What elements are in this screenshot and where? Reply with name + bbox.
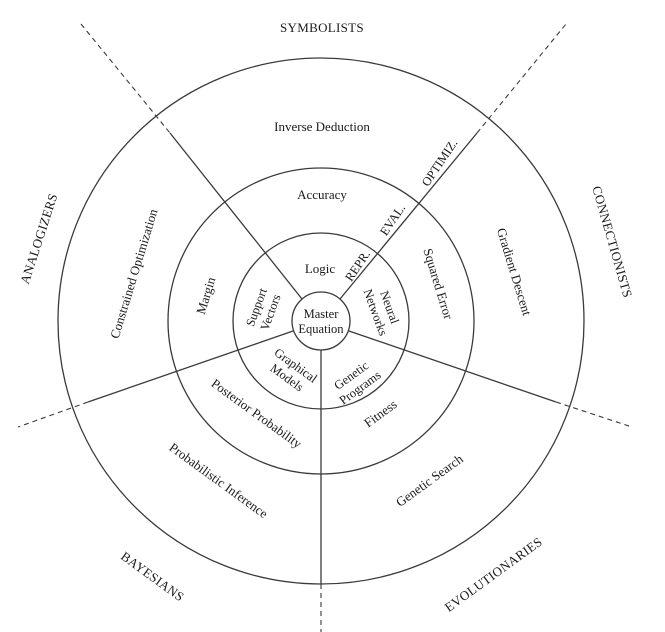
tribe-symbolists: SYMBOLISTS bbox=[280, 20, 364, 35]
optimization-inverse-deduction: Inverse Deduction bbox=[274, 119, 370, 134]
dashed-divider-symbolists-connectionists bbox=[476, 23, 567, 134]
dashed-divider-bayesians-analogizers bbox=[17, 401, 89, 428]
spoke-symbolists-connectionists bbox=[339, 132, 478, 300]
tribe-bayesians: BAYESIANS bbox=[118, 548, 187, 604]
optimization-probabilistic-inference: Probabilistic Inference bbox=[166, 440, 270, 522]
optimization-gradient-descent: Gradient Descent bbox=[494, 226, 535, 317]
evaluation-margin: Margin bbox=[193, 275, 219, 316]
spoke-symbolists-analogizers bbox=[169, 132, 303, 300]
axis-label-evaluation: EVAL. bbox=[377, 201, 408, 238]
tribe-connectionists: CONNECTIONISTS bbox=[589, 184, 635, 299]
spoke-connectionists-evolutionaries bbox=[348, 330, 557, 403]
representation-support-vectors: Support Vectors bbox=[243, 286, 283, 333]
center-label-line2: Equation bbox=[298, 322, 344, 336]
center-label-line1: Master bbox=[304, 307, 340, 321]
representation-logic: Logic bbox=[305, 261, 336, 276]
representation-neural-networks: Neural Networks bbox=[361, 287, 403, 338]
evaluation-fitness: Fitness bbox=[361, 396, 400, 430]
optimization-genetic-search: Genetic Search bbox=[393, 451, 466, 510]
evaluation-accuracy: Accuracy bbox=[297, 187, 347, 202]
tribe-analogizers: ANALOGIZERS bbox=[17, 191, 60, 285]
representation-graphical-models: Graphical Models bbox=[268, 345, 321, 394]
dashed-divider-connectionists-evolutionaries bbox=[555, 401, 633, 428]
spoke-bayesians-analogizers bbox=[87, 330, 294, 403]
representation-genetic-programs: Genetic Programs bbox=[331, 358, 383, 407]
evaluation-squared-error: Squared Error bbox=[420, 246, 456, 321]
optimization-constrained-optimization: Constrained Optimization bbox=[107, 207, 161, 341]
center-circle bbox=[291, 291, 351, 351]
dashed-divider-symbolists-analogizers bbox=[80, 23, 171, 134]
axis-label-optimization: OPTIMIZ. bbox=[419, 137, 461, 189]
